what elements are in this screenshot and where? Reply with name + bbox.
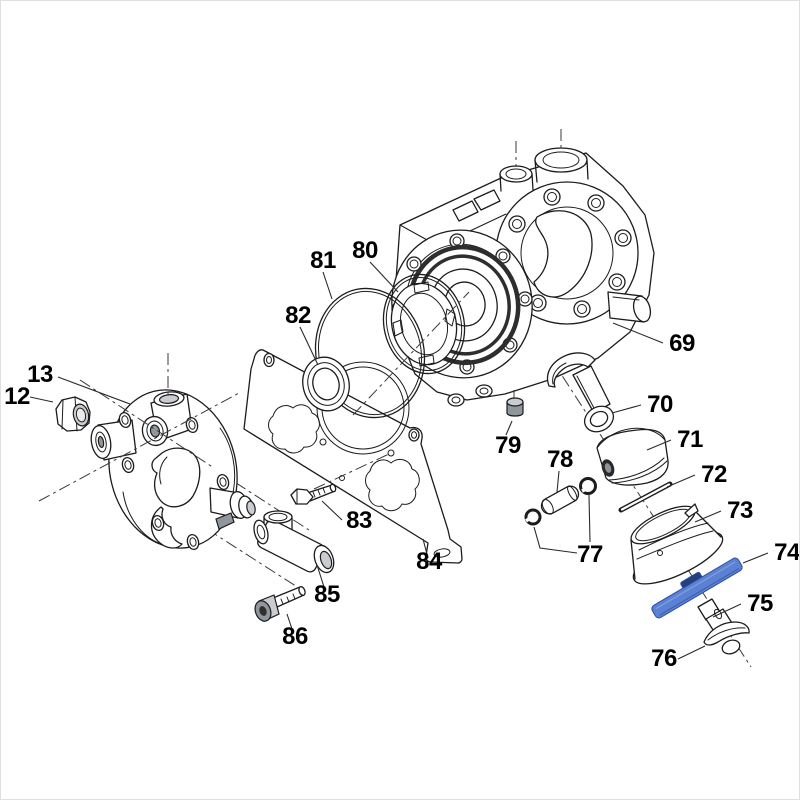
part-72-pin-rod (618, 481, 673, 513)
leader-line-76 (677, 645, 706, 660)
part-83-bolt (290, 483, 337, 505)
leader-line-74 (742, 552, 769, 564)
cover-bolt-holes (118, 411, 230, 551)
axis-lines-front (38, 129, 562, 502)
part-label-80: 80 (352, 237, 378, 264)
part-85-fitting (253, 510, 335, 574)
part-label-73: 73 (727, 497, 753, 524)
leader-line-84 (422, 538, 429, 559)
leader-line-71 (646, 439, 672, 451)
guide-bar (651, 557, 743, 619)
cylinder-port-small (499, 165, 534, 192)
part-label-69: 69 (669, 330, 695, 357)
left-port (90, 419, 137, 461)
part-label-72: 72 (701, 461, 727, 488)
part-82-oil-seal (302, 356, 350, 412)
part-label-85: 85 (314, 581, 340, 608)
leader-line-80 (369, 261, 399, 293)
part-73-valve-cap (630, 503, 724, 585)
part-80-bearing-cage (382, 273, 466, 375)
leader-line-13 (57, 376, 131, 405)
front-port (141, 415, 169, 447)
leader-line-83 (321, 500, 343, 521)
part-77-o-rings (524, 477, 597, 526)
leader-line-77 (533, 526, 578, 554)
part-78-pin (540, 485, 580, 515)
part-label-12: 12 (4, 383, 30, 410)
leader-line-79 (505, 420, 513, 436)
part-label-76: 76 (651, 645, 677, 672)
right-flange-face (495, 181, 639, 325)
part-label-83: 83 (346, 507, 372, 534)
part-74-highlighted-guide (651, 557, 743, 619)
leader-line-77 (588, 494, 591, 543)
foot-bosses (447, 384, 493, 407)
part-76-valve-plate (703, 621, 750, 655)
center-opening (151, 447, 201, 508)
leader-line-70 (611, 404, 642, 414)
part-label-78: 78 (547, 446, 573, 473)
part-71-piston (596, 427, 669, 486)
part-70-connecting-rod (546, 352, 615, 433)
part-label-84: 84 (416, 548, 443, 575)
leader-line-73 (694, 510, 722, 523)
part-label-13: 13 (27, 361, 53, 388)
part-label-75: 75 (747, 590, 773, 617)
leader-line-72 (666, 474, 696, 488)
part-label-77: 77 (577, 541, 603, 568)
leader-line-82 (299, 326, 319, 366)
part-label-71: 71 (677, 426, 703, 453)
part-79-plug (506, 397, 524, 417)
leader-line-69 (612, 322, 664, 344)
part-label-74: 74 (774, 539, 800, 566)
part-label-79: 79 (495, 432, 521, 459)
cloverleaf-cutout (365, 458, 420, 512)
leader-line-12 (29, 396, 54, 403)
side-lug (607, 291, 652, 323)
leader-line-86 (286, 613, 294, 633)
leader-line-78 (556, 470, 560, 493)
part-label-70: 70 (647, 391, 673, 418)
part-label-81: 81 (310, 247, 336, 274)
leader-line-75 (712, 603, 742, 618)
cloverleaf-cutout (268, 404, 320, 454)
bottom-right-port (209, 487, 256, 530)
part-label-86: 86 (282, 623, 308, 650)
part-12-hex-plug (55, 396, 91, 432)
part-label-82: 82 (285, 302, 311, 329)
part-86-socket-bolt (254, 586, 306, 622)
part-13-cover-flange (90, 389, 256, 551)
leader-line-81 (322, 271, 333, 300)
leader-line-85 (316, 564, 326, 591)
